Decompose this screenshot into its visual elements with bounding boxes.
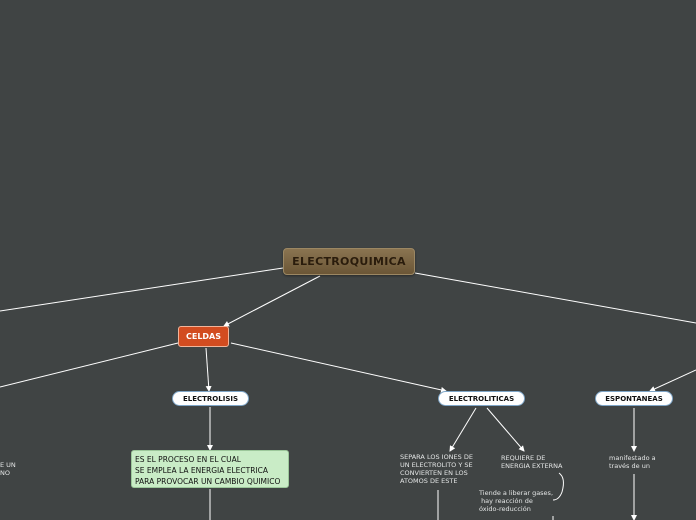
link-right-espontaneas	[649, 369, 696, 392]
node-left-partial[interactable]: E UN NO	[0, 461, 16, 477]
node-electroliticas[interactable]: ELECTROLITICAS	[438, 391, 525, 406]
link-root-celdas	[223, 275, 321, 327]
link-celdas-electroliticas	[230, 342, 447, 393]
link-root-right	[414, 272, 696, 324]
node-espontaneas[interactable]: ESPONTANEAS	[595, 391, 673, 406]
node-celdas[interactable]: CELDAS	[178, 326, 229, 347]
root-node-electroquimica[interactable]: ELECTROQUIMICA	[283, 248, 415, 275]
link-celdas-electrolisis	[205, 347, 212, 392]
node-separa-iones[interactable]: SEPARA LOS IONES DE UN ELECTROLITO Y SE …	[400, 453, 473, 485]
link-celdas-left	[0, 342, 179, 388]
link-electroliticas-separa	[449, 407, 477, 452]
link-requiere-tiende	[552, 472, 564, 501]
link-root-left	[0, 267, 284, 312]
node-manifestado[interactable]: manifestado a través de un	[609, 454, 656, 470]
node-requiere-energia[interactable]: REQUIERE DE ENERGIA EXTERNA	[501, 454, 563, 470]
node-electrolisis-definition[interactable]: ES EL PROCESO EN EL CUAL SE EMPLEA LA EN…	[131, 450, 289, 488]
link-electroliticas-requiere	[486, 407, 525, 452]
node-electrolisis[interactable]: ELECTROLISIS	[172, 391, 249, 406]
node-tiende-liberar-gases[interactable]: Tiende a liberar gases, hay reacción de …	[479, 489, 554, 513]
